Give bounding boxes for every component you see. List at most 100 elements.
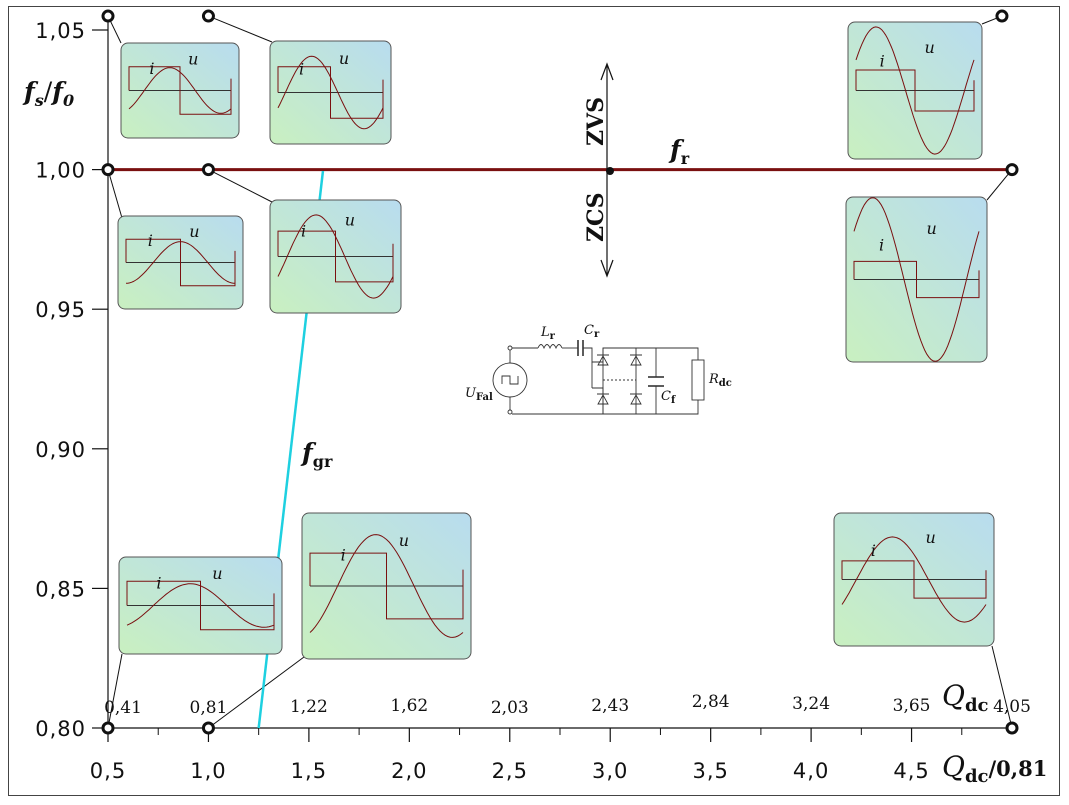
x-label-q: Q xyxy=(942,750,965,783)
x-tick-label: 2,0 xyxy=(391,759,427,783)
marker-point xyxy=(1005,721,1019,735)
diode-3 xyxy=(597,393,609,405)
inset-connectors xyxy=(107,15,1013,729)
y-label-s: s xyxy=(34,91,44,110)
inset-voltage-wave xyxy=(126,580,275,631)
inset-label-i: i xyxy=(299,59,304,78)
zcs-label: ZCS xyxy=(583,193,609,242)
marker-point xyxy=(101,9,115,23)
diode-4 xyxy=(630,393,642,405)
x-tick-label: 0,5 xyxy=(90,759,126,783)
x-label-suffix: /0,81 xyxy=(989,756,1048,781)
inset-current-wave xyxy=(128,67,232,114)
inset-label-i: i xyxy=(156,574,161,593)
inset-label-u: u xyxy=(212,564,222,583)
waveform-inset: iu xyxy=(833,512,995,647)
inset-connector xyxy=(107,653,123,729)
inset-label-i: i xyxy=(871,541,876,560)
circuit-label-cf: Cf xyxy=(661,389,676,406)
top-axis-tick-label: 2,43 xyxy=(591,696,629,716)
inset-voltage-wave xyxy=(855,69,975,112)
inset-label-i: i xyxy=(880,52,885,71)
inset-connector xyxy=(986,169,1013,201)
top-axis-tick-label: 3,24 xyxy=(792,694,830,714)
circuit-label-c: Cr xyxy=(584,323,600,340)
fgr-label-f: f xyxy=(300,438,317,467)
x-axis-label: Qdc/0,81 xyxy=(942,750,1047,787)
circuit-label-l: Lr xyxy=(540,325,556,342)
inset-current-wave xyxy=(277,55,384,130)
marker-points xyxy=(101,9,1019,735)
x-tick-label: 1,5 xyxy=(291,759,327,783)
waveform-inset: iu xyxy=(847,21,983,160)
inset-voltage-wave xyxy=(128,66,232,115)
waveform-inset: iu xyxy=(118,556,283,655)
series-fr-label: fr xyxy=(668,135,690,168)
top-axis-tick-label: 3,65 xyxy=(893,696,931,716)
y-label-f: f xyxy=(22,77,39,106)
waveform-inset: iu xyxy=(301,512,472,660)
diode-1 xyxy=(597,354,609,366)
zvs-label: ZVS xyxy=(583,97,609,146)
zvs-arrow-head xyxy=(600,62,614,81)
top-label-sub: dc xyxy=(965,695,989,716)
top-axis-tick-label: 2,84 xyxy=(692,692,730,712)
inset-voltage-wave xyxy=(125,238,236,287)
top-axis-tick-label: 4,05 xyxy=(993,697,1031,717)
fr-label-f: f xyxy=(668,135,685,164)
resistor-rdc xyxy=(691,359,705,401)
zcs-arrow-head xyxy=(600,259,614,278)
inset-label-i: i xyxy=(301,222,306,241)
x-tick-label: 4,0 xyxy=(793,759,829,783)
series-fgr-label: fgr xyxy=(300,438,333,471)
inductor xyxy=(537,344,563,350)
inset-current-wave xyxy=(277,214,394,299)
inset-label-i: i xyxy=(149,59,154,78)
y-label-f0: f xyxy=(50,77,67,106)
marker-point xyxy=(1005,163,1019,177)
zvs-zcs-point xyxy=(606,167,614,175)
inset-label-u: u xyxy=(339,49,349,68)
top-label-q: Q xyxy=(942,679,965,712)
inset-connector xyxy=(991,645,1013,729)
y-axis-label: fs/f0 xyxy=(22,77,74,110)
y-tick-label: 0,90 xyxy=(35,438,86,462)
y-label-zero: 0 xyxy=(63,91,74,110)
circuit-diagram xyxy=(492,340,705,415)
inset-label-u: u xyxy=(927,219,937,238)
waveform-inset: iu xyxy=(269,40,392,145)
chart-frame xyxy=(8,6,1060,796)
inset-label-u: u xyxy=(399,531,409,550)
inset-label-u: u xyxy=(189,222,199,241)
marker-point xyxy=(101,721,115,735)
fr-label-sub: r xyxy=(681,149,690,168)
inset-connector xyxy=(208,15,273,43)
y-tick-label: 1,05 xyxy=(35,19,86,43)
waveform-inset: iu xyxy=(845,196,988,363)
y-tick-label: 0,80 xyxy=(35,717,86,741)
diode-2 xyxy=(630,354,642,366)
inset-current-wave xyxy=(853,197,980,362)
inset-label-u: u xyxy=(188,49,198,68)
inset-label-i: i xyxy=(148,231,153,250)
inset-label-i: i xyxy=(341,545,346,564)
top-axis-tick-label: 1,22 xyxy=(290,697,328,717)
circuit-label-u: UFal xyxy=(465,386,493,403)
top-axis-label: Qdc xyxy=(942,679,989,716)
top-axis-tick-label: 0,41 xyxy=(104,698,142,718)
inset-voltage-wave xyxy=(841,560,987,599)
inset-current-wave xyxy=(126,583,275,628)
y-ticks: 1,051,000,950,900,850,80 xyxy=(35,19,108,741)
marker-point xyxy=(201,9,215,23)
top-axis-tick-label: 1,62 xyxy=(390,696,428,716)
inset-current-wave xyxy=(841,536,987,623)
y-tick-label: 0,95 xyxy=(35,298,86,322)
x-tick-label: 2,5 xyxy=(492,759,528,783)
x-label-sub: dc xyxy=(965,766,989,787)
